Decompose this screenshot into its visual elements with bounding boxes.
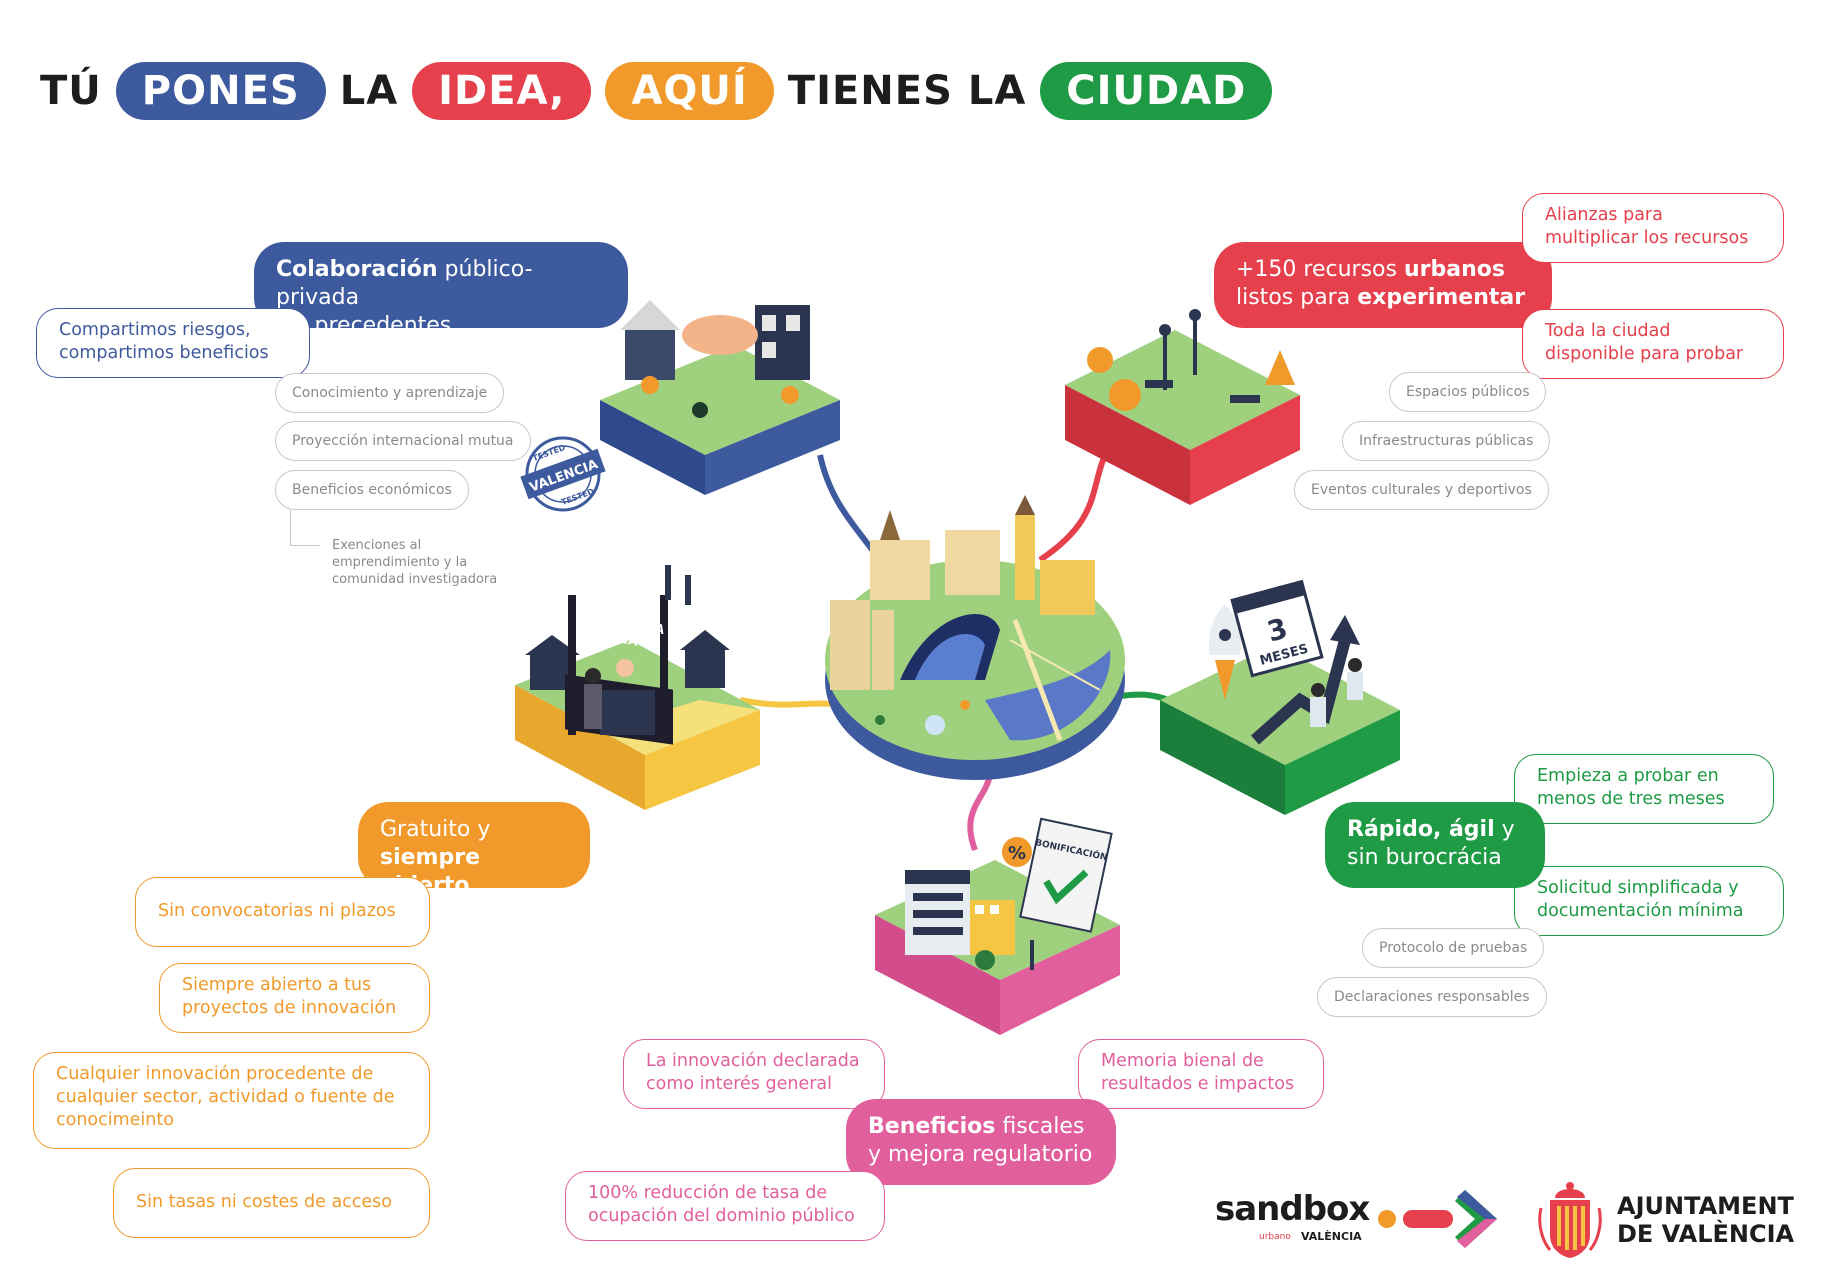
collaboration-heading: Colaboración público-privada sin precede… bbox=[254, 242, 628, 338]
ventanilla-unica-platform: VENTANILLA ÚNICA bbox=[515, 565, 760, 810]
rapid-platform: 3 MESES bbox=[1160, 579, 1400, 815]
connector-pink bbox=[967, 774, 993, 852]
fiscal-heading-bold: Beneficios bbox=[868, 1114, 996, 1139]
title-word-tu: TÚ bbox=[40, 68, 102, 114]
ajuntament-line2: DE VALÈNCIA bbox=[1617, 1220, 1795, 1248]
resources-tag-events: Eventos culturales y deportivos bbox=[1294, 470, 1549, 510]
free-bubble-always-open: Siempre abierto a tus proyectos de innov… bbox=[159, 963, 430, 1033]
free-heading-line1: Gratuito y bbox=[380, 817, 491, 842]
resources-heading-bold2: experimentar bbox=[1357, 285, 1526, 310]
rapid-heading-bold: Rápido, ágil bbox=[1347, 817, 1495, 842]
title-pill-idea: IDEA, bbox=[412, 62, 592, 120]
collaboration-bubble: Compartimos riesgos, compartimos benefic… bbox=[36, 308, 310, 378]
collaboration-heading-bold: Colaboración bbox=[276, 257, 438, 282]
fiscal-heading: Beneficios fiscales y mejora regulatorio bbox=[846, 1099, 1116, 1185]
urban-resources-platform bbox=[1065, 309, 1300, 505]
resources-tag-infrastructure: Infraestructuras públicas bbox=[1342, 421, 1551, 461]
title-pill-pones: PONES bbox=[115, 62, 326, 120]
resources-bubble-alliances: Alianzas para multiplicar los recursos bbox=[1522, 193, 1784, 263]
note-connector-line bbox=[290, 510, 320, 546]
rapid-heading: Rápido, ágil y sin burocrácia bbox=[1325, 802, 1545, 888]
resources-heading-pre: +150 recursos bbox=[1236, 257, 1404, 282]
resources-heading-bold1: urbanos bbox=[1403, 257, 1505, 282]
free-heading: Gratuito y siempre abierto bbox=[358, 802, 590, 898]
collaboration-note: Exenciones al emprendimiento y la comuni… bbox=[332, 538, 498, 587]
sandbox-logo-text: sandbox bbox=[1215, 1189, 1370, 1229]
fiscal-heading-line2: y mejora regulatorio bbox=[868, 1142, 1093, 1167]
city-center-platform bbox=[825, 495, 1125, 780]
check-icon bbox=[1043, 869, 1089, 905]
collaboration-platform bbox=[600, 300, 840, 495]
handshake-icon bbox=[682, 315, 758, 355]
free-bubble-no-fees: Sin tasas ni costes de acceso bbox=[113, 1168, 430, 1238]
title-pill-aqui: AQUÍ bbox=[605, 62, 774, 120]
resources-bubble-whole-city: Toda la ciudad disponible para probar bbox=[1522, 309, 1784, 379]
sandbox-logo-city: VALÈNCIA bbox=[1301, 1230, 1362, 1243]
title-pill-ciudad: CIUDAD bbox=[1040, 62, 1273, 120]
ajuntament-line1: AJUNTAMENT bbox=[1617, 1192, 1794, 1220]
connector-yellow bbox=[739, 697, 841, 708]
collaboration-tag-economic: Beneficios económicos bbox=[275, 470, 469, 510]
city-crest-icon bbox=[1538, 1182, 1602, 1258]
collaboration-heading-rest: público-privada bbox=[276, 257, 533, 310]
title-word-tienes-la: TIENES LA bbox=[787, 68, 1027, 114]
rapid-bubble-simplified: Solicitud simplificada y documentación m… bbox=[1514, 866, 1784, 936]
percent-icon bbox=[1002, 837, 1032, 867]
fiscal-benefits-platform: BONIFICACIÓN % bbox=[875, 817, 1120, 1035]
rapid-tag-protocol: Protocolo de pruebas bbox=[1362, 928, 1545, 968]
connector-red bbox=[1038, 453, 1108, 563]
collaboration-tag-knowledge: Conocimiento y aprendizaje bbox=[275, 373, 505, 413]
rapid-heading-line2: sin burocrácia bbox=[1347, 845, 1502, 870]
valencia-tested-stamp-icon: VALENCIA TESTED TESTED bbox=[520, 436, 606, 512]
resources-tag-public-spaces: Espacios públicos bbox=[1389, 372, 1547, 412]
free-bubble-no-deadlines: Sin convocatorias ni plazos bbox=[135, 877, 430, 947]
rapid-heading-rest: y bbox=[1494, 817, 1515, 842]
ajuntament-text: AJUNTAMENT DE VALÈNCIA bbox=[1617, 1192, 1794, 1248]
fiscal-bubble-biennial-report: Memoria bienal de resultados e impactos bbox=[1078, 1039, 1324, 1109]
percent-text: % bbox=[1008, 843, 1026, 864]
rapid-tag-declarations: Declaraciones responsables bbox=[1317, 977, 1547, 1017]
sandbox-logo-small: urbano bbox=[1259, 1232, 1291, 1242]
rapid-bubble-three-months: Empieza a probar en menos de tres meses bbox=[1514, 754, 1774, 824]
sandbox-arrow-icon bbox=[1378, 1190, 1497, 1248]
ajuntament-valencia-logo: AJUNTAMENT DE VALÈNCIA bbox=[1535, 1175, 1805, 1265]
fiscal-heading-rest: fiscales bbox=[995, 1114, 1085, 1139]
fiscal-bubble-tax-reduction: 100% reducción de tasa de ocupación del … bbox=[565, 1171, 885, 1241]
resources-heading: +150 recursos urbanos listos para experi… bbox=[1214, 242, 1552, 328]
fiscal-bubble-general-interest: La innovación declarada como interés gen… bbox=[623, 1039, 885, 1109]
free-bubble-any-innovation: Cualquier innovación procedente de cualq… bbox=[33, 1052, 430, 1149]
resources-heading-line2-pre: listos para bbox=[1236, 285, 1358, 310]
page-title: TÚ PONES LA IDEA, AQUÍ TIENES LA CIUDAD bbox=[40, 60, 1273, 122]
collaboration-tag-projection: Proyección internacional mutua bbox=[275, 421, 531, 461]
title-word-la: LA bbox=[339, 68, 399, 114]
sandbox-valencia-logo: sandbox urbano VALÈNCIA bbox=[1215, 1185, 1515, 1257]
